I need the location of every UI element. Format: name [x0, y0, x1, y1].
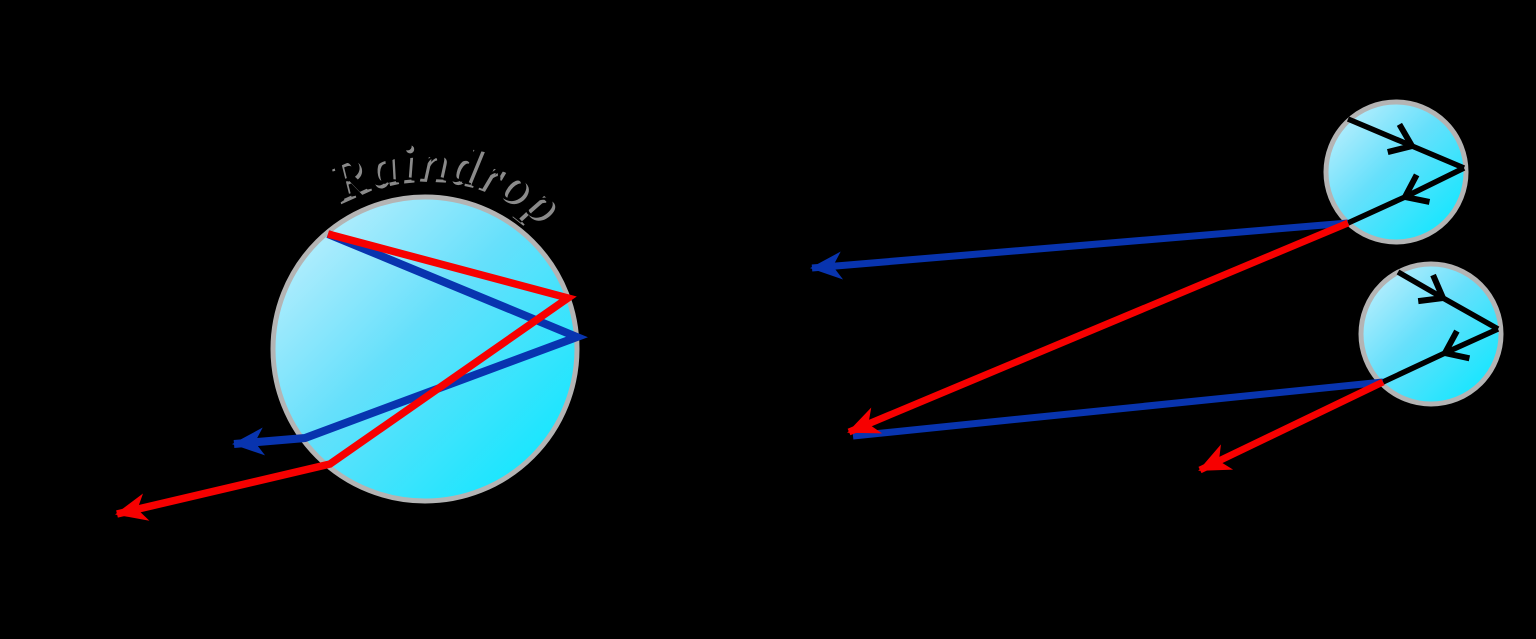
red-ray-from-lower-drop: [1198, 378, 1385, 474]
raindrop-circle-large: [270, 194, 580, 504]
raindrop-circle-lower: [1358, 261, 1504, 407]
blue-ray-from-upper-drop: [810, 219, 1349, 280]
raindrop-circle-upper: [1323, 99, 1469, 245]
blue-ray-from-lower-drop: [852, 378, 1384, 440]
red-ray-large-drop: [115, 230, 577, 521]
red-ray-from-upper-drop: [847, 219, 1350, 436]
sunlight-ray-upper-drop-incident: [1346, 116, 1466, 171]
sunlight-ray-lower-drop-incident: [1396, 269, 1500, 332]
sunlight-ray-upper-drop-reflected: [1346, 165, 1466, 226]
sunlight-ray-lower-drop-reflected: [1381, 326, 1500, 385]
small-raindrops-group: [810, 99, 1504, 474]
